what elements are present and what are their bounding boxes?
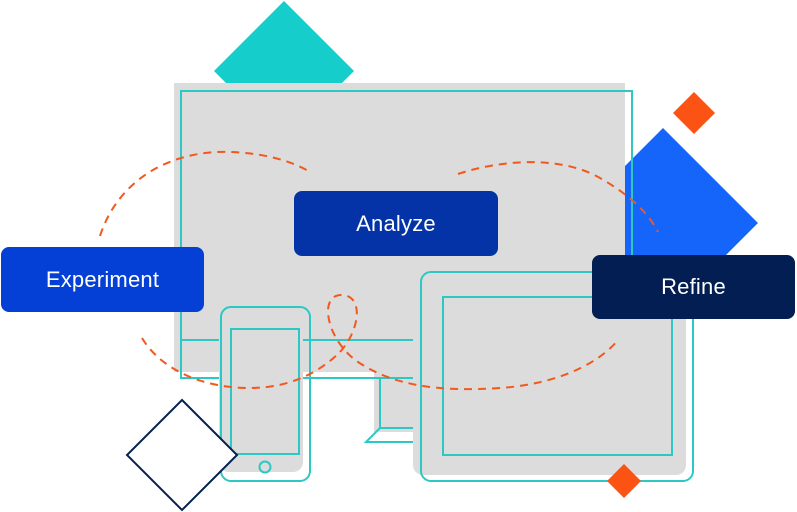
experiment-step-button[interactable]: Experiment <box>1 247 204 312</box>
orange-diamond-top-shape <box>673 92 715 134</box>
dashed-loop-path <box>99 150 659 391</box>
tablet-screen-outline <box>442 296 673 456</box>
tablet-outline <box>420 271 694 482</box>
tablet-fill <box>413 279 686 475</box>
refine-step-button[interactable]: Refine <box>592 255 795 319</box>
monitor-outline <box>180 90 633 379</box>
phone-screen-outline <box>230 328 300 455</box>
orange-diamond-bottom-shape <box>607 464 641 498</box>
phone-home-button <box>258 460 272 474</box>
phone-outline <box>220 306 311 482</box>
analyze-step-button[interactable]: Analyze <box>294 191 498 256</box>
navy-outline-diamond-shape <box>125 398 239 512</box>
monitor-stand-fill <box>374 372 424 432</box>
phone-fill <box>219 314 303 472</box>
